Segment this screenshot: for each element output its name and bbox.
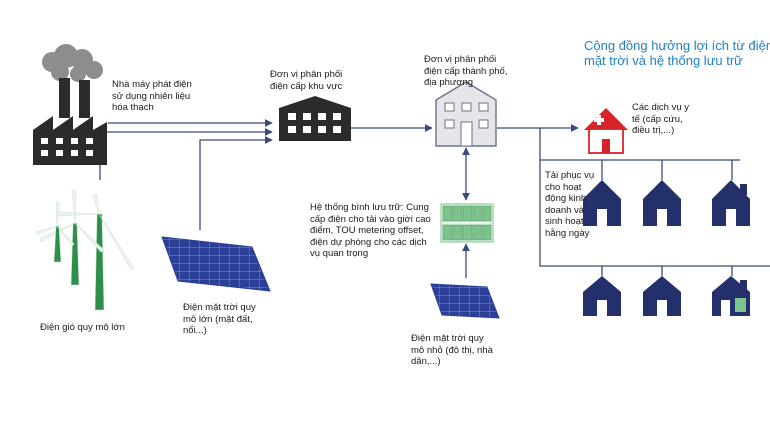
smoke-cloud [42, 44, 103, 82]
diagram-title: Cộng đồng hưởng lợi ích từ điện mặt trời… [584, 38, 770, 68]
label-city-distribution: Đơn vị phân phối điện cấp thành phố, địa… [424, 54, 508, 88]
house-icon [712, 180, 750, 226]
line-business-trunk [539, 128, 770, 267]
label-solar-small: Điện mặt trời quy mô nhỏ (đô thị, nhà dâ… [411, 333, 493, 367]
line-lower-houses [601, 266, 733, 276]
hospital-icon [584, 108, 628, 154]
house-icon [583, 276, 621, 316]
building-icon [435, 81, 497, 147]
solar-panel-icon [430, 283, 500, 319]
label-medical-services: Các dịch vụ y tế (cấp cứu, điều trị,...) [632, 102, 690, 136]
house-icon [583, 180, 621, 226]
house-icon [643, 276, 681, 316]
wind-turbine-icon [39, 189, 105, 286]
label-business-services: Tải phục vụ cho hoạt động kinh doanh và … [545, 170, 595, 239]
label-solar-large: Điện mặt trời quy mô lớn (mặt đất, nổi..… [183, 302, 256, 336]
label-fossil-plant: Nhà máy phát điện sử dụng nhiên liệu hóa… [112, 79, 192, 113]
house-icon [643, 180, 681, 226]
label-wind-power: Điện gió quy mô lớn [40, 322, 125, 333]
line-upper-houses [540, 159, 740, 180]
label-regional-distribution: Đơn vị phân phối điện cấp khu vực [270, 69, 343, 92]
factory-icon [33, 44, 107, 165]
battery-icon [440, 203, 494, 243]
house-icon [712, 276, 750, 316]
wind-turbine-icon [57, 193, 135, 311]
building-icon [279, 96, 351, 141]
wind-turbine-icon [35, 201, 75, 263]
solar-panel-icon [161, 236, 271, 292]
line-solar-large-to-regional [199, 136, 273, 230]
label-storage-system: Hệ thống bình lưu trữ: Cung cấp điện cho… [310, 202, 431, 259]
line-wind-to-regional [99, 128, 273, 180]
